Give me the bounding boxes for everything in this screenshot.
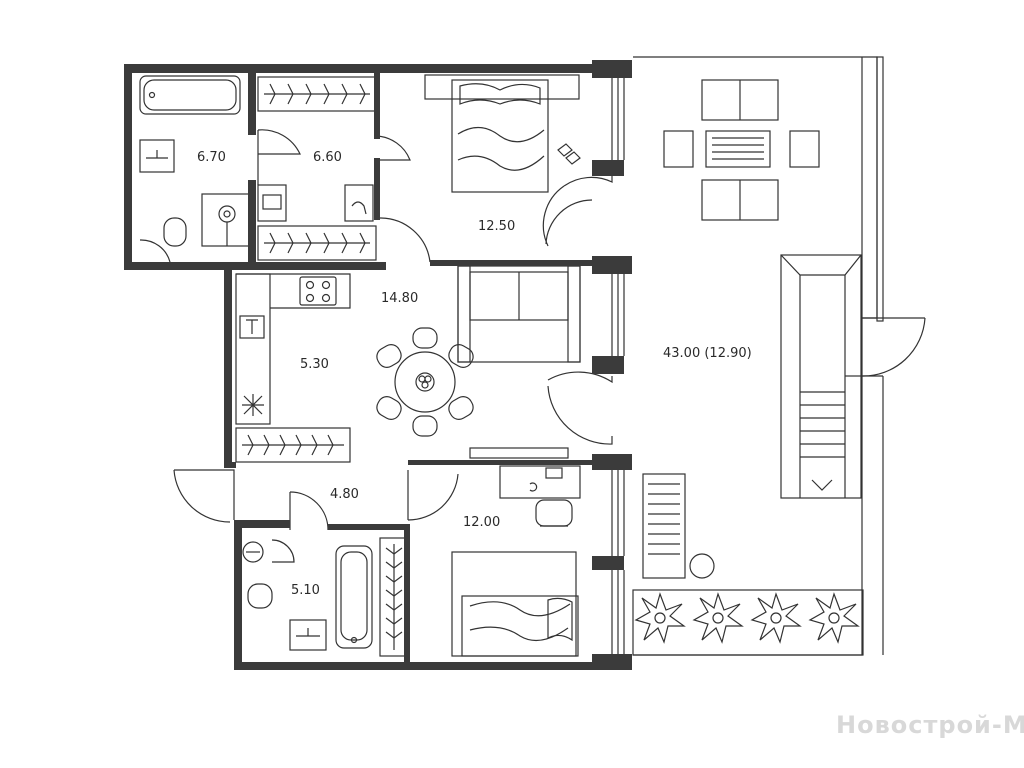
area-bedroom-top: 12.50 [478,219,515,234]
hall-doors [173,469,459,531]
area-wardrobe: 6.60 [313,150,342,165]
potted-plants [632,589,864,656]
bed-bottom [451,551,579,657]
area-bedroom-bottom: 12.00 [463,515,500,530]
sun-lounger [642,473,715,579]
desk [469,447,581,527]
area-hall: 4.80 [330,487,359,502]
bathroom-bottom-fixtures [242,537,409,657]
door-arc [379,217,431,263]
wardrobe-rails [257,76,411,261]
kitchen-units [235,273,351,463]
bed-top [424,74,581,193]
terrace-outline [633,56,926,656]
walls [124,60,632,670]
dining-table [376,327,474,437]
terrace-dining-set [663,79,820,221]
sofa [457,265,581,363]
area-bathroom-bottom: 5.10 [291,583,320,598]
bathroom-top-fixtures [139,75,253,263]
stair-steps [800,391,845,458]
watermark: Новострой-М [836,711,1024,739]
area-living: 14.80 [381,291,418,306]
area-bathroom-top: 6.70 [197,150,226,165]
area-kitchen: 5.30 [300,357,329,372]
area-terrace: 43.00 (12.90) [663,346,752,361]
terrace-windows [542,64,625,655]
